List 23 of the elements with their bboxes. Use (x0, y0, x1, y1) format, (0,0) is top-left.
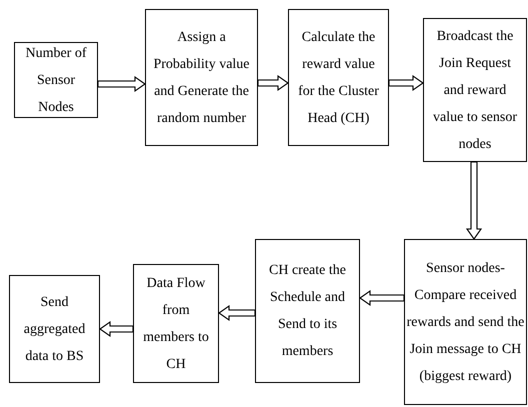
process-box (288, 9, 389, 146)
box-text: Number of Sensor Nodes (24, 44, 88, 116)
box-text: CH create the Schedule and Send to its members (268, 262, 347, 361)
process-box (9, 275, 100, 383)
process-box (145, 9, 258, 146)
box-text: Data Flow from members to CH (142, 274, 210, 374)
hollow-arrow (99, 320, 134, 338)
box-text: Assign a Probability value and Generate the random number (152, 28, 251, 128)
hollow-arrow (97, 76, 146, 92)
box-text: Send aggregated data to BS (22, 294, 86, 366)
box-text: Broadcast the Join Request and reward value to sensor nodes (432, 28, 518, 154)
hollow-arrow (257, 74, 289, 92)
box-text: Sensor nodes- Compare received rewards and send the Join message to CH (biggest reward) (406, 260, 526, 386)
process-box (423, 18, 527, 162)
hollow-arrow (466, 161, 482, 240)
hollow-arrow (388, 74, 424, 92)
box-text: Calculate the reward value for the Cluster Head (CH) (297, 28, 380, 128)
process-box (255, 239, 360, 383)
hollow-arrow (218, 304, 256, 322)
hollow-arrow (359, 290, 405, 306)
process-box (14, 42, 98, 118)
process-box (404, 239, 527, 405)
process-box (133, 264, 219, 383)
